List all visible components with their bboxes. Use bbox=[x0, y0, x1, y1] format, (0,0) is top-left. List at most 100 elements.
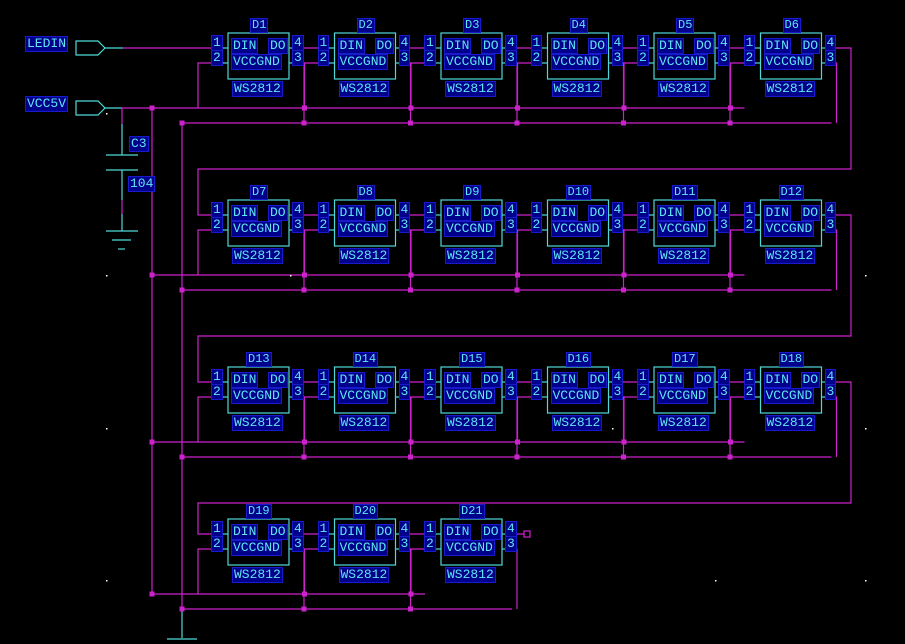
pin-name-din: DIN bbox=[337, 205, 365, 221]
ws2812-body bbox=[546, 366, 610, 414]
junction-dot bbox=[301, 287, 307, 293]
pin-name-vccgnd: VCCGND bbox=[231, 221, 282, 237]
pin-number-4: 4 bbox=[718, 35, 730, 51]
junction-dot bbox=[621, 120, 626, 126]
wire-vcc-drop bbox=[303, 229, 323, 275]
pin-number-1: 1 bbox=[530, 35, 543, 51]
pin-name-do: DO bbox=[481, 205, 501, 221]
pin-number-2: 2 bbox=[743, 50, 756, 66]
component-ref: D19 bbox=[246, 504, 272, 519]
pin-number-3: 3 bbox=[718, 384, 730, 400]
ws2812-body bbox=[333, 32, 397, 80]
pin-name-din: DIN bbox=[337, 372, 365, 388]
pin-number-1: 1 bbox=[424, 35, 436, 51]
wire-gnd-drop bbox=[833, 396, 838, 457]
wire-gnd-drop bbox=[407, 396, 412, 457]
pin-number-3: 3 bbox=[505, 217, 517, 233]
pin-name-vccgnd: VCCGND bbox=[337, 540, 389, 556]
junction-dot bbox=[408, 454, 413, 460]
pin-number-1: 1 bbox=[317, 369, 330, 385]
component-ref: D7 bbox=[249, 185, 269, 200]
pin-number-2: 2 bbox=[317, 536, 330, 552]
pin-name-din: DIN bbox=[550, 372, 578, 388]
junction-dot bbox=[515, 272, 520, 278]
junction-dot bbox=[149, 105, 155, 111]
wire-gnd-drop bbox=[620, 62, 625, 123]
ws2812-body bbox=[227, 366, 290, 414]
grid-dot bbox=[612, 428, 614, 430]
pin-name-vccgnd: VCCGND bbox=[444, 54, 495, 70]
wire-vcc-drop bbox=[197, 62, 216, 108]
pin-name-do: DO bbox=[587, 38, 608, 54]
wire-vcc-drop bbox=[410, 229, 429, 275]
pin-name-din: DIN bbox=[230, 38, 259, 54]
part-label: WS2812 bbox=[445, 567, 496, 583]
pin-name-vccgnd: VCCGND bbox=[550, 54, 602, 70]
wire-gnd-drop bbox=[727, 396, 731, 457]
part-label: WS2812 bbox=[232, 248, 283, 264]
pin-name-din: DIN bbox=[230, 524, 259, 540]
grid-dot bbox=[865, 580, 867, 582]
pin-name-vccgnd: VCCGND bbox=[231, 540, 282, 556]
part-label: WS2812 bbox=[764, 415, 816, 431]
component-ref: D6 bbox=[782, 18, 801, 33]
ws2812-body bbox=[653, 366, 716, 414]
vcc5v-port-symbol bbox=[75, 100, 106, 116]
pin-name-din: DIN bbox=[443, 205, 472, 221]
wire-gnd-drop bbox=[727, 229, 731, 290]
wire-vcc-drop bbox=[623, 229, 642, 275]
ws2812-body bbox=[440, 32, 503, 80]
pin-number-3: 3 bbox=[505, 384, 517, 400]
pin-number-1: 1 bbox=[317, 35, 330, 51]
pin-number-2: 2 bbox=[424, 217, 436, 233]
pin-number-1: 1 bbox=[743, 35, 756, 51]
pin-number-3: 3 bbox=[718, 217, 730, 233]
pin-number-4: 4 bbox=[824, 202, 837, 218]
pin-name-vccgnd: VCCGND bbox=[337, 221, 389, 237]
wire-gnd-drop bbox=[407, 548, 412, 609]
grid-dot bbox=[106, 580, 108, 582]
pin-number-2: 2 bbox=[211, 536, 223, 552]
pin-name-vccgnd: VCCGND bbox=[231, 54, 282, 70]
port-label-vcc5v: VCC5V bbox=[24, 96, 69, 112]
junction-dot bbox=[408, 120, 413, 126]
pin-number-3: 3 bbox=[505, 50, 517, 66]
ws2812-body bbox=[653, 199, 716, 247]
pin-number-3: 3 bbox=[611, 217, 624, 233]
pin-name-do: DO bbox=[694, 205, 714, 221]
pin-name-do: DO bbox=[374, 372, 395, 388]
pin-name-din: DIN bbox=[763, 372, 791, 388]
ws2812-body bbox=[759, 32, 823, 80]
pin-number-2: 2 bbox=[317, 217, 330, 233]
wire-vcc-drop bbox=[623, 396, 642, 442]
pin-name-din: DIN bbox=[656, 205, 685, 221]
pin-number-3: 3 bbox=[718, 50, 730, 66]
component-ref: D4 bbox=[569, 18, 588, 33]
pin-number-2: 2 bbox=[211, 217, 223, 233]
cap-ref-label: C3 bbox=[129, 136, 149, 152]
grid-dot bbox=[106, 275, 108, 277]
pin-number-4: 4 bbox=[718, 202, 730, 218]
pin-number-4: 4 bbox=[505, 369, 517, 385]
part-label: WS2812 bbox=[445, 248, 496, 264]
junction-dot bbox=[408, 439, 414, 445]
pin-name-vccgnd: VCCGND bbox=[657, 388, 708, 404]
pin-number-3: 3 bbox=[398, 536, 411, 552]
part-label: WS2812 bbox=[764, 81, 816, 97]
grid-dot bbox=[106, 428, 108, 430]
wire-data-wrap bbox=[197, 214, 852, 383]
wire-gnd-drop bbox=[514, 548, 518, 609]
pin-number-4: 4 bbox=[611, 202, 624, 218]
junction-dot bbox=[179, 606, 185, 612]
wire-gnd-drop bbox=[407, 62, 412, 123]
wire-gnd-drop bbox=[620, 229, 625, 290]
ws2812-body bbox=[333, 518, 397, 566]
junction-dot bbox=[179, 120, 185, 126]
wire-vcc-drop bbox=[516, 396, 536, 442]
pin-name-do: DO bbox=[587, 205, 608, 221]
junction-dot bbox=[179, 454, 185, 460]
pin-number-2: 2 bbox=[424, 536, 436, 552]
wire-vcc-drop bbox=[410, 62, 429, 108]
part-label: WS2812 bbox=[232, 415, 283, 431]
junction-dot bbox=[301, 454, 307, 460]
